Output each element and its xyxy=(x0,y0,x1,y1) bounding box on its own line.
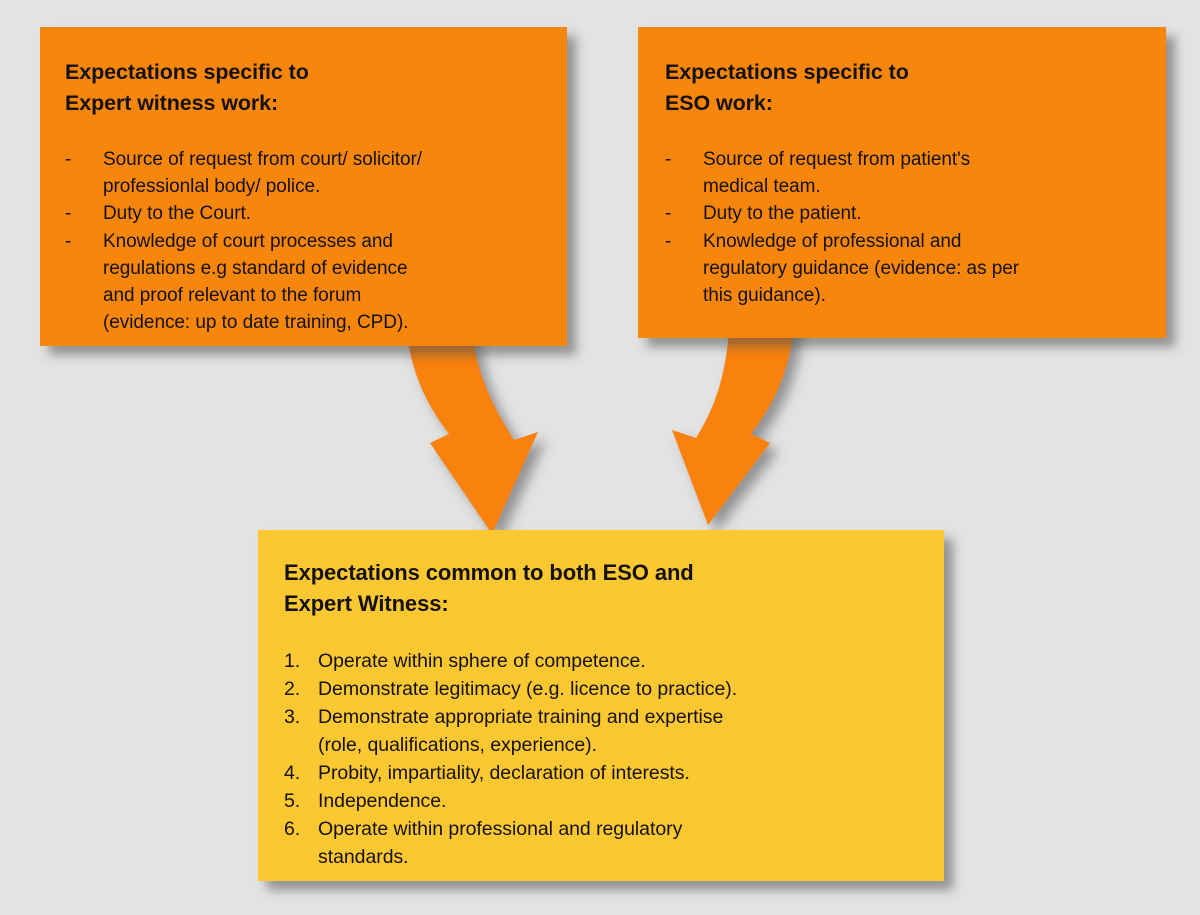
list-item: - Knowledge of professional and regulato… xyxy=(665,228,1144,309)
expert-witness-box: Expectations specific to Expert witness … xyxy=(40,27,567,346)
list-item-text: Demonstrate appropriate training and exp… xyxy=(318,706,724,757)
list-item-text: Source of request from patient's medical… xyxy=(703,149,971,198)
expert-witness-title: Expectations specific to Expert witness … xyxy=(65,60,309,115)
number-marker: 3. xyxy=(284,706,301,729)
list-item: 1. Operate within sphere of competence. xyxy=(284,648,922,676)
eso-box: Expectations specific to ESO work: - Sou… xyxy=(638,27,1166,338)
list-item-text: Source of request from court/ solicitor/… xyxy=(103,149,423,198)
number-marker: 1. xyxy=(284,650,301,673)
list-item-text: Probity, impartiality, declaration of in… xyxy=(318,761,690,784)
eso-list: - Source of request from patient's medic… xyxy=(665,146,1144,309)
number-marker: 6. xyxy=(284,817,301,840)
list-item-text: Demonstrate legitimacy (e.g. licence to … xyxy=(318,678,738,701)
dash-marker: - xyxy=(65,149,72,171)
list-item: - Knowledge of court processes and regul… xyxy=(65,228,545,337)
list-item: - Duty to the Court. xyxy=(65,200,545,227)
dash-marker: - xyxy=(65,203,72,225)
list-item: 4. Probity, impartiality, declaration of… xyxy=(284,760,922,788)
list-item-text: Independence. xyxy=(318,789,447,812)
common-expectations-title: Expectations common to both ESO and Expe… xyxy=(284,560,694,617)
eso-title: Expectations specific to ESO work: xyxy=(665,60,909,115)
arrow-expert-to-common xyxy=(405,300,538,534)
number-marker: 2. xyxy=(284,678,301,701)
list-item: 3. Demonstrate appropriate training and … xyxy=(284,704,922,760)
list-item: 5. Independence. xyxy=(284,788,922,816)
list-item-text: Duty to the patient. xyxy=(703,203,862,225)
list-item: 2. Demonstrate legitimacy (e.g. licence … xyxy=(284,676,922,704)
dash-marker: - xyxy=(665,149,672,171)
number-marker: 4. xyxy=(284,761,301,784)
dash-marker: - xyxy=(665,203,672,225)
common-expectations-list: 1. Operate within sphere of competence. … xyxy=(284,648,922,871)
list-item: - Source of request from court/ solicito… xyxy=(65,146,545,200)
list-item-text: Duty to the Court. xyxy=(103,203,252,225)
list-item: 6. Operate within professional and regul… xyxy=(284,816,922,872)
list-item-text: Operate within professional and regulato… xyxy=(318,817,683,868)
number-marker: 5. xyxy=(284,789,301,812)
arrow-eso-to-common xyxy=(672,300,795,525)
list-item-text: Knowledge of professional and regulatory… xyxy=(703,230,1020,306)
list-item: - Duty to the patient. xyxy=(665,200,1144,227)
list-item: - Source of request from patient's medic… xyxy=(665,146,1144,200)
common-expectations-box: Expectations common to both ESO and Expe… xyxy=(258,530,944,881)
list-item-text: Operate within sphere of competence. xyxy=(318,650,646,673)
list-item-text: Knowledge of court processes and regulat… xyxy=(103,230,409,333)
dash-marker: - xyxy=(65,230,72,252)
expert-witness-list: - Source of request from court/ solicito… xyxy=(65,146,545,336)
dash-marker: - xyxy=(665,230,672,252)
